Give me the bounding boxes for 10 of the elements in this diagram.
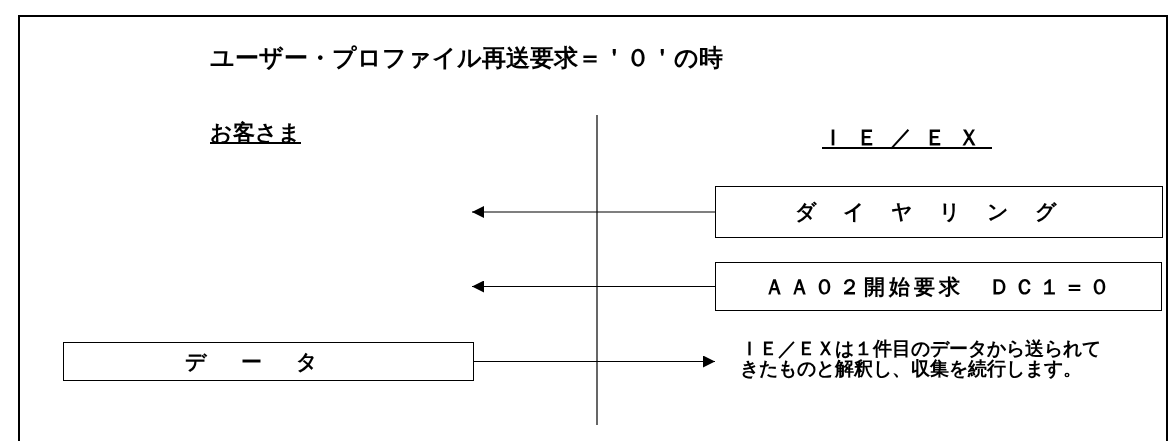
column-heading: ＩＥ／ＥＸ	[822, 124, 992, 152]
arrow	[471, 206, 716, 218]
message-box: ダイヤリング	[715, 186, 1163, 238]
column-heading: お客さま	[210, 119, 301, 147]
arrow	[473, 355, 716, 368]
arrow	[471, 280, 716, 293]
note-text: ＩＥ／ＥＸは１件目のデータから送られてきたものと解釈し、収集を続行します。	[740, 338, 1110, 378]
message-box: ＡＡ０２開始要求 ＤＣ１＝０	[715, 262, 1162, 311]
diagram-title: ユーザー・プロファイル再送要求＝＇０＇の時	[210, 43, 723, 74]
message-box: データ	[63, 342, 474, 381]
